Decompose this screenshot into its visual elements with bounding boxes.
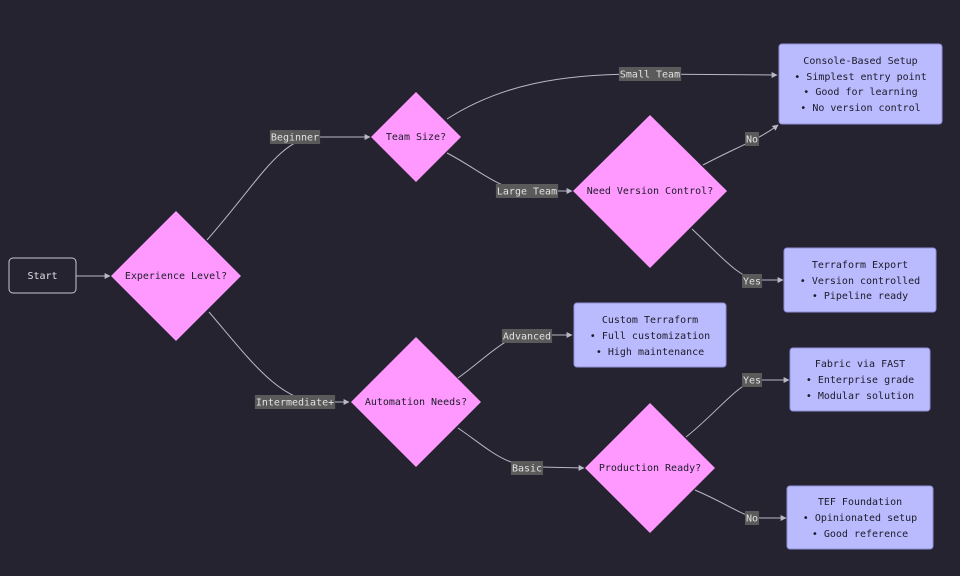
edge-vc-no (702, 124, 779, 166)
decision-automation-needs[interactable]: Automation Needs? (351, 337, 481, 467)
decision-version-control-label: Need Version Control? (587, 186, 713, 197)
outcome-console-setup-line: • Good for learning (803, 87, 917, 98)
outcome-custom-terraform-line: • High maintenance (596, 347, 704, 358)
outcome-fabric-fast-title: Fabric via FAST (815, 359, 905, 370)
edge-label-large-team: Large Team (495, 184, 559, 198)
outcome-terraform-export-line: • Version controlled (800, 276, 920, 287)
edge-label-vc-no: No (744, 132, 760, 146)
outcome-fabric-fast[interactable]: Fabric via FAST • Enterprise grade • Mod… (789, 347, 931, 412)
svg-text:Yes: Yes (743, 277, 761, 288)
decision-experience-level-label: Experience Level? (125, 271, 227, 282)
decision-version-control[interactable]: Need Version Control? (573, 115, 727, 268)
edge-label-prod-yes: Yes (741, 373, 763, 387)
svg-text:Basic: Basic (512, 464, 542, 475)
svg-text:Large Team: Large Team (497, 187, 557, 198)
edge-beginner (206, 134, 371, 241)
decision-production-ready[interactable]: Production Ready? (585, 403, 715, 533)
svg-text:Small Team: Small Team (620, 70, 680, 81)
svg-text:No: No (746, 135, 758, 146)
outcome-tef-foundation-line: • Good reference (812, 529, 908, 540)
edge-label-basic: Basic (510, 461, 544, 475)
edge-labels: Beginner Intermediate+ Small Team Large … (254, 67, 763, 525)
decision-team-size-label: Team Size? (386, 132, 446, 143)
edge-label-small-team: Small Team (618, 67, 682, 81)
decision-experience-level[interactable]: Experience Level? (111, 211, 241, 341)
decision-automation-needs-label: Automation Needs? (365, 397, 467, 408)
outcome-console-setup-title: Console-Based Setup (803, 56, 917, 67)
outcome-terraform-export-line: • Pipeline ready (812, 291, 908, 302)
outcome-terraform-export[interactable]: Terraform Export • Version controlled • … (783, 247, 937, 313)
outcome-console-setup[interactable]: Console-Based Setup • Simplest entry poi… (778, 43, 943, 125)
outcome-custom-terraform[interactable]: Custom Terraform • Full customization • … (573, 302, 727, 368)
outcome-terraform-export-title: Terraform Export (812, 260, 908, 271)
outcome-fabric-fast-line: • Enterprise grade (806, 375, 914, 386)
outcome-tef-foundation[interactable]: TEF Foundation • Opinionated setup • Goo… (786, 485, 934, 550)
edge-vc-yes (691, 228, 784, 283)
decision-production-ready-label: Production Ready? (599, 463, 701, 474)
svg-text:Yes: Yes (743, 376, 761, 387)
edge-label-intermediate: Intermediate+ (254, 395, 336, 409)
outcome-custom-terraform-title: Custom Terraform (602, 315, 698, 326)
node-start-label: Start (27, 271, 57, 282)
svg-text:Advanced: Advanced (503, 332, 551, 343)
edge-label-advanced: Advanced (501, 329, 553, 343)
outcome-console-setup-line: • Simplest entry point (794, 72, 926, 83)
outcome-tef-foundation-line: • Opinionated setup (803, 513, 917, 524)
edge-prod-no (694, 489, 787, 521)
outcome-tef-foundation-title: TEF Foundation (818, 497, 902, 508)
svg-text:Beginner: Beginner (271, 133, 319, 144)
svg-text:Intermediate+: Intermediate+ (256, 398, 334, 409)
outcome-console-setup-line: • No version control (800, 103, 920, 114)
outcome-custom-terraform-line: • Full customization (590, 331, 710, 342)
edge-label-prod-no: No (744, 511, 760, 525)
edge-small-team (446, 71, 778, 120)
edge-prod-yes (685, 377, 790, 438)
edge-intermediate (208, 311, 350, 405)
edge-label-vc-yes: Yes (741, 274, 763, 288)
node-start[interactable]: Start (8, 257, 77, 294)
outcome-fabric-fast-line: • Modular solution (806, 391, 914, 402)
svg-text:No: No (746, 514, 758, 525)
decision-team-size[interactable]: Team Size? (371, 92, 461, 182)
edge-label-beginner: Beginner (269, 130, 321, 144)
